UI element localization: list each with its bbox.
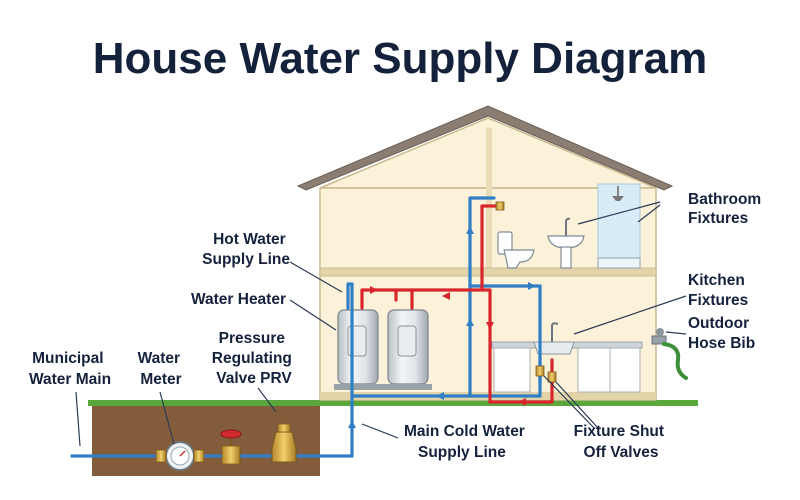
hot-to-kitchen — [480, 288, 554, 404]
hot-supply-from-heater — [360, 288, 414, 310]
hose-bib-handle-icon — [656, 328, 664, 336]
meter-assembly — [155, 423, 297, 471]
sink-pedestal — [560, 246, 572, 269]
sink-faucet-icon — [565, 217, 571, 236]
label-kitchen-fixtures: Kitchen Fixtures — [688, 272, 749, 309]
label-hot-water-supply-line: Hot Water Supply Line — [202, 231, 290, 268]
cold-to-kitchen — [468, 284, 542, 398]
shower-head-icon — [612, 196, 624, 201]
ground-grass — [88, 400, 698, 406]
kitchen-sink-icon — [533, 341, 575, 355]
valve-cold-kitchen — [535, 365, 545, 377]
meter-fitting-right — [193, 449, 205, 463]
diagram-title: House Water Supply Diagram — [93, 34, 708, 83]
upper-floor — [319, 267, 657, 277]
leader-lines — [75, 201, 687, 447]
arrow-cold-left — [436, 392, 444, 400]
main-valve-handle-icon — [220, 429, 242, 439]
water-heater — [334, 309, 432, 390]
label-water-meter: Water Meter — [138, 350, 185, 388]
arrow-hot-left-2 — [518, 398, 526, 406]
toilet-icon — [497, 231, 535, 269]
water-heater-base — [334, 384, 432, 390]
label-bathroom-fixtures: Bathroom Fixtures — [688, 191, 766, 227]
bathroom — [497, 183, 641, 269]
arrow-hot-left — [442, 292, 450, 300]
water-meter-needle — [179, 450, 186, 457]
tub — [597, 257, 641, 269]
arrow-hot-right-1 — [370, 286, 378, 294]
labels: Bathroom Fixtures Hot Water Supply Line … — [29, 191, 766, 461]
water-heater-panel-2 — [397, 325, 417, 357]
valve-hot-kitchen — [547, 371, 557, 383]
kitchen-cabinet-left — [493, 347, 531, 393]
kitchen — [491, 322, 643, 393]
prv-cap — [277, 423, 291, 433]
main-shutoff-valve — [221, 445, 241, 465]
arrow-cold-up-2 — [466, 318, 474, 326]
hot-riser — [410, 204, 502, 292]
flow-arrows — [348, 226, 536, 428]
garden-hose — [662, 342, 688, 380]
arrow-cold-up-1 — [348, 420, 356, 428]
label-outdoor-hose-bib: Outdoor Hose Bib — [688, 315, 755, 352]
interior-wall — [486, 128, 492, 272]
label-main-cold-water-supply-line: Main Cold Water Supply Line — [404, 423, 529, 461]
cold-distribution-lower — [350, 196, 496, 398]
label-pressure-regulating-valve: Pressure Regulating Valve PRV — [212, 330, 296, 387]
kitchen-cabinet-right — [609, 347, 641, 393]
roof — [296, 105, 674, 191]
valve-bath-hot — [495, 201, 505, 211]
arrow-cold-up-3 — [466, 226, 474, 234]
arrow-cold-right — [528, 282, 536, 290]
main-cold-riser — [346, 282, 354, 398]
fixture-shutoff-valves — [495, 201, 557, 383]
label-fixture-shut-off-valves: Fixture Shut Off Valves — [574, 423, 669, 461]
meter-fitting-left — [155, 449, 167, 463]
outdoor-hose-bib — [651, 328, 688, 380]
prv-valve-icon — [271, 431, 297, 463]
hot-water-pipes — [360, 204, 554, 404]
arrow-hot-down — [486, 322, 494, 330]
kitchen-faucet-icon — [551, 322, 559, 342]
kitchen-cabinet-mid — [577, 347, 611, 393]
hose-bib-spigot — [651, 335, 667, 345]
label-water-heater: Water Heater — [191, 291, 286, 308]
label-municipal-water-main: Municipal Water Main — [29, 350, 111, 388]
